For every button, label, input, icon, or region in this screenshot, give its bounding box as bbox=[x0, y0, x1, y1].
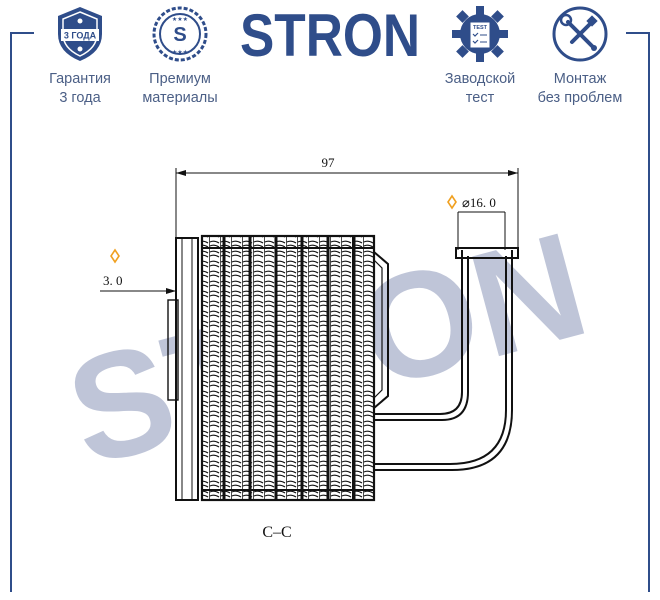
warranty-badge: 3 ГОДА bbox=[50, 4, 110, 64]
factory-test-badge: TEST bbox=[450, 4, 510, 64]
premium-caption: Премиум материалы bbox=[120, 70, 240, 108]
frame-line-left-vertical bbox=[10, 32, 12, 592]
dimension-tube-diameter: ⌀16. 0 bbox=[462, 195, 496, 210]
warranty-badge-text: 3 ГОДА bbox=[64, 31, 97, 41]
dimension-overall-width: 97 bbox=[322, 155, 336, 170]
warranty-caption-line2: 3 года bbox=[59, 90, 101, 106]
heater-core bbox=[200, 234, 376, 502]
test-badge-text: TEST bbox=[473, 25, 488, 31]
section-label: C–C bbox=[262, 524, 291, 541]
installation-caption-line2: без проблем bbox=[537, 90, 623, 106]
flange-plate bbox=[167, 237, 199, 501]
premium-badge-text: S bbox=[173, 24, 186, 46]
premium-seal-icon: S ★★★ ★★★ bbox=[152, 6, 208, 62]
premium-caption-line1: Премиум bbox=[149, 71, 211, 87]
frame-line-right-top bbox=[626, 32, 650, 34]
annotation-diamond-icon bbox=[110, 248, 120, 264]
outlet-tube bbox=[374, 247, 519, 471]
brand-name: STRON bbox=[240, 2, 420, 62]
svg-text:★★★: ★★★ bbox=[172, 16, 188, 23]
dimension-flange-thickness: 3. 0 bbox=[103, 273, 123, 288]
factory-test-caption-line2: тест bbox=[465, 90, 495, 106]
factory-test-caption: Заводской тест bbox=[420, 70, 540, 108]
installation-caption-line1: Монтаж bbox=[553, 71, 607, 87]
installation-badge bbox=[550, 4, 610, 64]
premium-caption-line2: материалы bbox=[142, 90, 218, 106]
premium-badge: S ★★★ ★★★ bbox=[150, 4, 210, 64]
factory-test-gear-icon: TEST bbox=[452, 6, 508, 62]
warranty-caption-line1: Гарантия bbox=[49, 71, 111, 87]
installation-caption: Монтаж без проблем bbox=[520, 70, 640, 108]
annotation-diamond-icon bbox=[447, 194, 457, 210]
factory-test-caption-line1: Заводской bbox=[444, 71, 516, 87]
frame-line-right-vertical bbox=[648, 32, 650, 592]
frame-line-left-top bbox=[10, 32, 34, 34]
svg-text:★★★: ★★★ bbox=[172, 49, 188, 56]
brand-logo: STRON bbox=[238, 2, 422, 69]
wrench-screwdriver-icon bbox=[552, 6, 608, 62]
warranty-caption: Гарантия 3 года bbox=[20, 70, 140, 108]
shield-warranty-icon: 3 ГОДА bbox=[58, 7, 102, 61]
